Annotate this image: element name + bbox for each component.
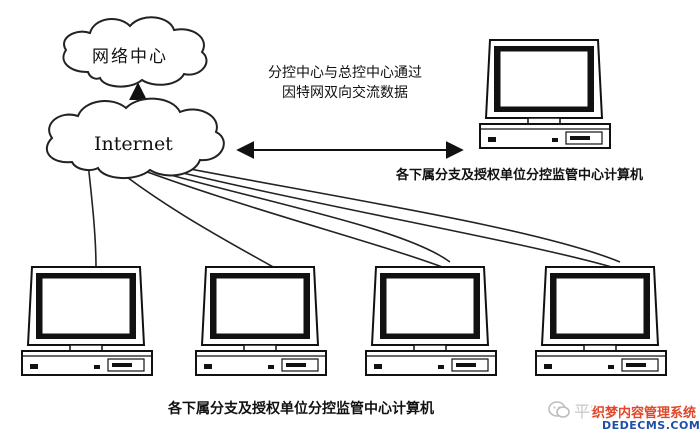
computer-icon xyxy=(535,266,667,376)
network-center-label: 网络中心 xyxy=(92,47,168,67)
link-internet-pc1 xyxy=(87,162,97,269)
watermark-subtitle: 织梦内容管理系统 xyxy=(592,402,697,421)
cloud-icon xyxy=(45,97,225,179)
annotation-line2: 因特网双向交流数据 xyxy=(282,85,408,101)
link-internet-pc3 xyxy=(109,157,446,269)
cloud-icon xyxy=(62,16,208,88)
computer-icon xyxy=(21,266,153,376)
annotation-line1: 分控中心与总控中心通过 xyxy=(268,65,422,81)
bottom-computers-label: 各下属分支及授权单位分控监管中心计算机 xyxy=(168,401,434,417)
internet-label: Internet xyxy=(94,133,173,155)
watermark-site: DEDECMS.COM xyxy=(602,419,700,432)
link-internet-pc4 xyxy=(114,155,616,269)
watermark: 平安领军安全 织梦内容管理系统 DEDECMS.COM xyxy=(548,396,700,434)
computer-icon xyxy=(479,39,611,149)
computer-icon xyxy=(365,266,497,376)
computer-icon xyxy=(195,266,327,376)
wechat-logo-icon xyxy=(548,401,570,418)
top-right-computer-label: 各下属分支及授权单位分控监管中心计算机 xyxy=(396,168,644,183)
